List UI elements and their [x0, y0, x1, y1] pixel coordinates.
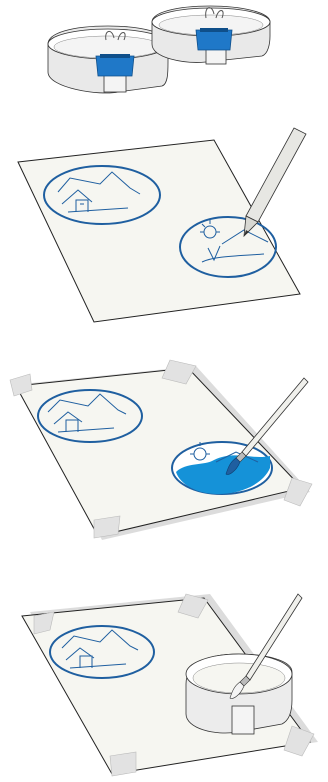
step-3-paint-circle — [0, 350, 328, 550]
pencil-icon — [244, 128, 306, 236]
step-1-strip-rings — [0, 0, 328, 130]
step-2-trace-circles — [0, 120, 328, 340]
painted-ring-right — [172, 442, 272, 494]
step-4-ring-mask — [0, 550, 328, 782]
paper-sheet — [18, 140, 300, 322]
